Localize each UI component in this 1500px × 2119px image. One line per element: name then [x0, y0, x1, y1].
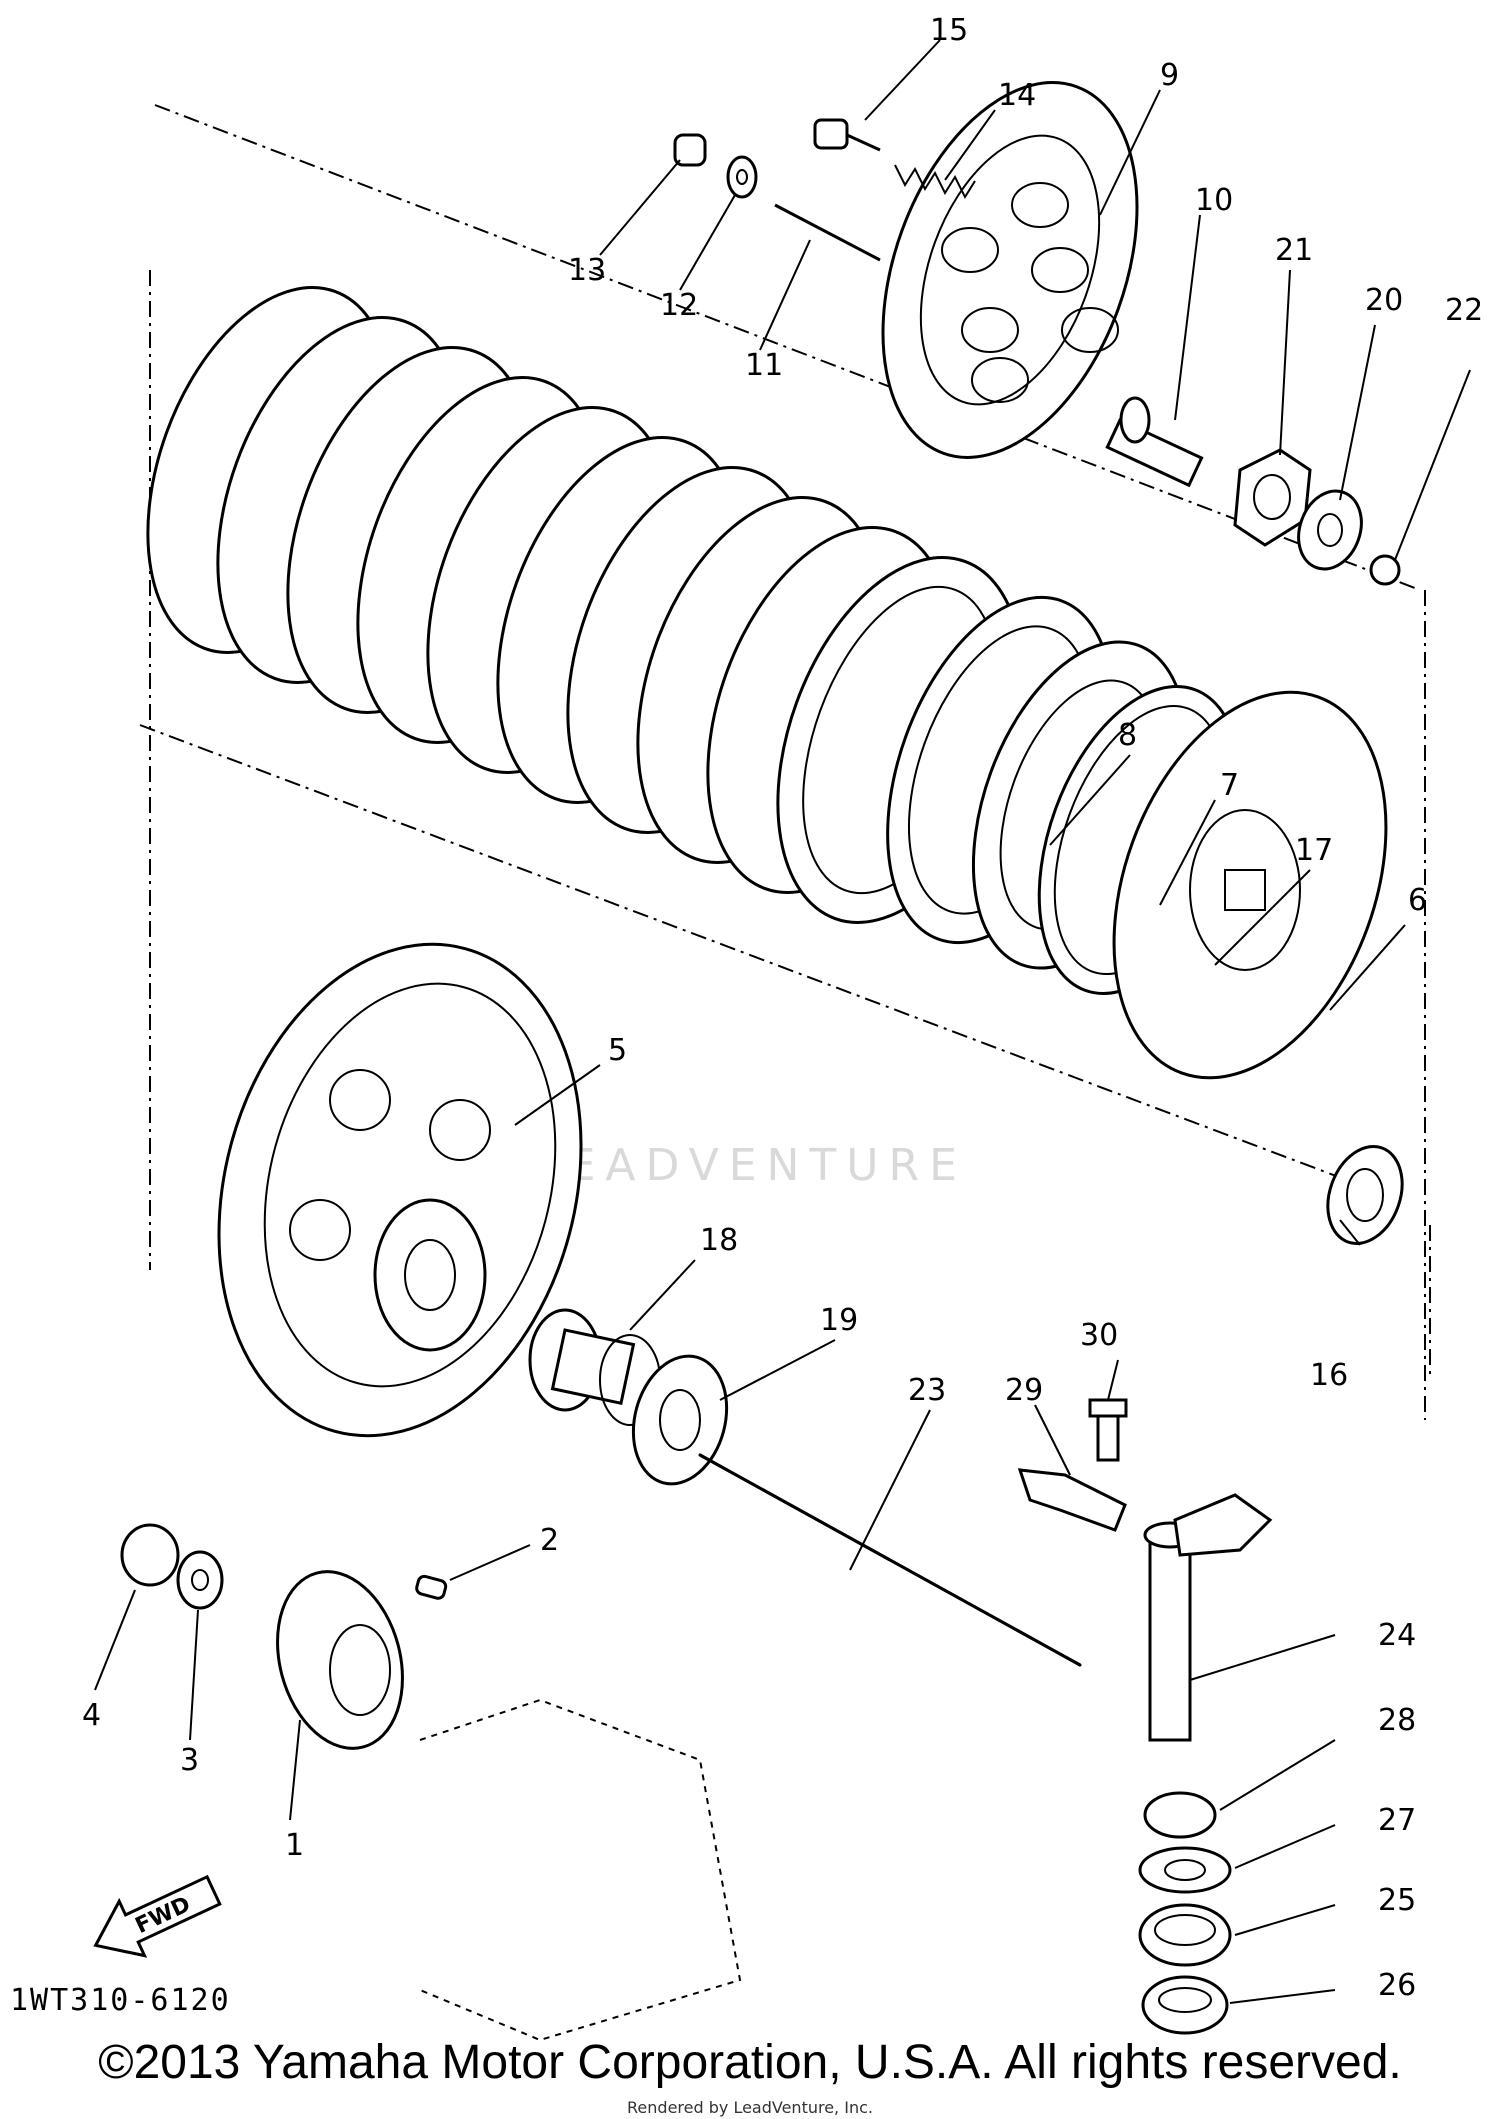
- callout-16: 16: [1310, 1358, 1348, 1393]
- callout-21: 21: [1275, 233, 1313, 268]
- callout-29: 29: [1005, 1373, 1043, 1408]
- callout-22: 22: [1445, 293, 1483, 328]
- callout-11: 11: [745, 348, 783, 383]
- drawing-code: 1WT310-6120: [10, 1983, 231, 2018]
- callout-26: 26: [1378, 1968, 1416, 2003]
- rendered-by-note: Rendered by LeadVenture, Inc.: [627, 2098, 873, 2117]
- copyright-notice: ©2013 Yamaha Motor Corporation, U.S.A. A…: [98, 2036, 1402, 2089]
- fwd-arrow-icon: FWD: [93, 1874, 222, 1958]
- callout-3: 3: [180, 1743, 199, 1778]
- callout-14: 14: [998, 78, 1036, 113]
- callout-8: 8: [1118, 718, 1137, 753]
- callout-5: 5: [608, 1033, 627, 1068]
- callout-17: 17: [1295, 833, 1333, 868]
- callout-23: 23: [908, 1373, 946, 1408]
- callout-13: 13: [568, 253, 606, 288]
- primary-driven-gear: [217, 942, 729, 1486]
- callout-4: 4: [82, 1698, 101, 1733]
- callout-6: 6: [1408, 883, 1427, 918]
- callout-2: 2: [540, 1523, 559, 1558]
- alignment-lines: [139, 104, 1431, 1420]
- callout-30: 30: [1080, 1318, 1118, 1353]
- callout-15: 15: [930, 13, 968, 48]
- callout-1: 1: [285, 1828, 304, 1863]
- callout-labels: 1 2 3 4 5 6 7 8 9 10 11 12 13 14 15 16 1…: [82, 13, 1483, 2003]
- callout-19: 19: [820, 1303, 858, 1338]
- callout-27: 27: [1378, 1803, 1416, 1838]
- callout-12: 12: [660, 288, 698, 323]
- push-rod-and-lever: [698, 1398, 1273, 2035]
- leader-lines: [94, 39, 1471, 2004]
- callout-25: 25: [1378, 1883, 1416, 1918]
- callout-20: 20: [1365, 283, 1403, 318]
- callout-28: 28: [1378, 1703, 1416, 1738]
- clutch-plate-stack: [146, 286, 1404, 1245]
- watermark: LEADVENTURE: [533, 1140, 967, 1191]
- callout-10: 10: [1195, 183, 1233, 218]
- callout-24: 24: [1378, 1618, 1416, 1653]
- pressure-plate-group: [673, 81, 1401, 586]
- callout-18: 18: [700, 1223, 738, 1258]
- callout-7: 7: [1220, 768, 1239, 803]
- callout-9: 9: [1160, 58, 1179, 93]
- primary-drive-gear-group: [120, 1523, 742, 2042]
